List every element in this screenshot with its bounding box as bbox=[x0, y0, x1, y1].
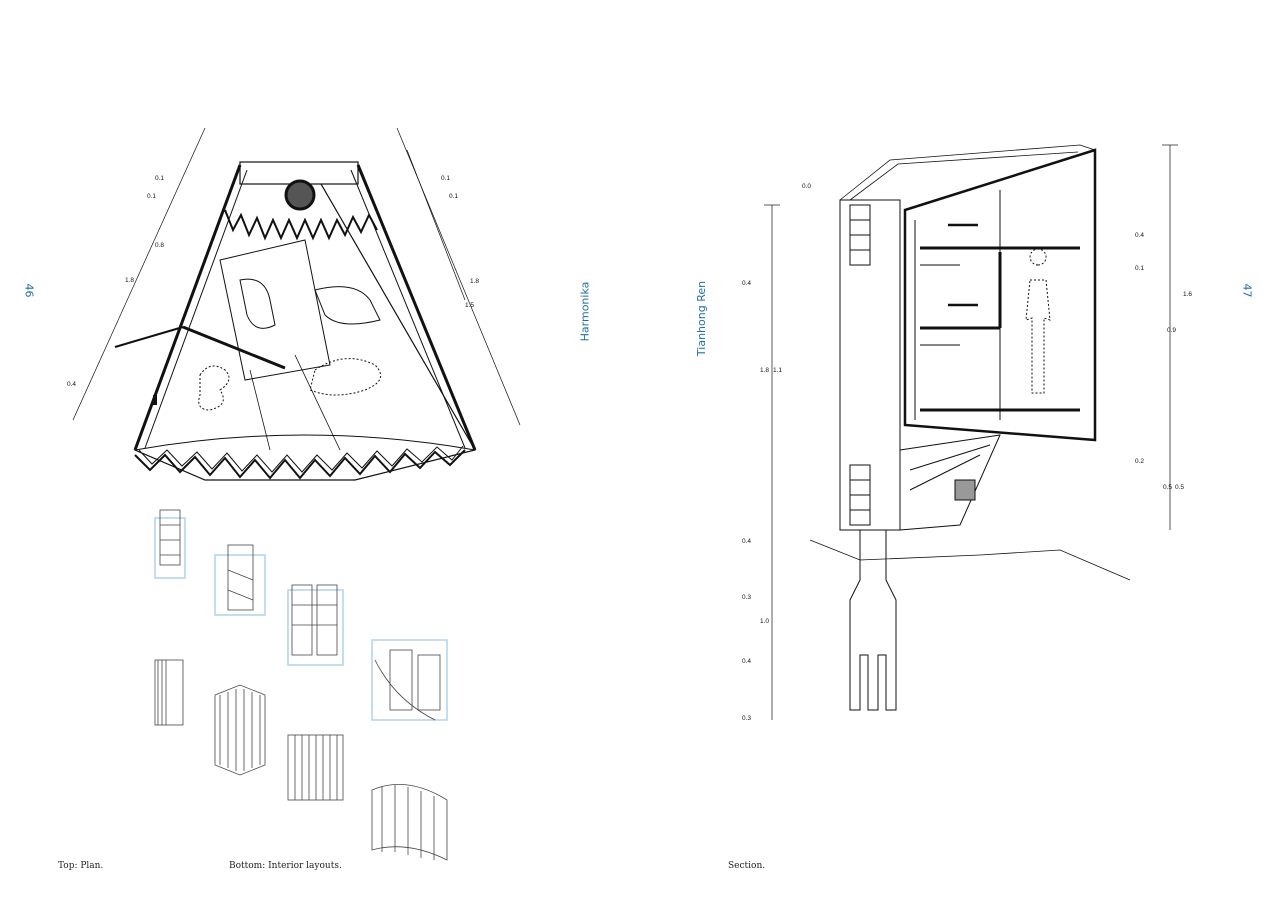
svg-text:0.4: 0.4 bbox=[742, 658, 751, 665]
svg-text:1.1: 1.1 bbox=[773, 367, 782, 374]
chimney-circle bbox=[284, 179, 316, 211]
section-dimension-labels-left: 0.0 0.4 1.8 1.1 0.4 0.3 1.0 0.4 0.3 bbox=[742, 183, 811, 722]
svg-text:0.4: 0.4 bbox=[1135, 232, 1144, 239]
plan-dimension-labels-left: 0.1 0.1 0.8 1.8 0.4 bbox=[67, 175, 164, 388]
caption-section: Section. bbox=[728, 861, 766, 871]
svg-text:0.3: 0.3 bbox=[742, 594, 751, 601]
svg-text:1.8: 1.8 bbox=[470, 278, 479, 285]
svg-text:0.1: 0.1 bbox=[155, 175, 164, 182]
plan-drawing: 0.1 0.1 0.8 1.8 0.4 0.1 0.1 1.8 1.5 bbox=[67, 127, 521, 481]
svg-text:0.5: 0.5 bbox=[1175, 484, 1184, 491]
section-drawing: 0.0 0.4 1.8 1.1 0.4 0.3 1.0 0.4 0.3 0.4 … bbox=[742, 144, 1192, 722]
svg-text:0.1: 0.1 bbox=[449, 193, 458, 200]
layout-4 bbox=[371, 639, 448, 721]
svg-text:0.1: 0.1 bbox=[1135, 265, 1144, 272]
svg-text:1.6: 1.6 bbox=[1183, 291, 1192, 298]
section-dimension-labels-right: 0.4 0.1 1.6 0.9 0.2 0.5 0.5 bbox=[1135, 232, 1192, 491]
author-name: Tianhong Ren bbox=[695, 280, 709, 357]
layout-1 bbox=[154, 509, 186, 579]
svg-text:0.1: 0.1 bbox=[147, 193, 156, 200]
caption-plan: Top: Plan. bbox=[58, 861, 104, 871]
layout-3 bbox=[287, 584, 344, 666]
caption-interior-layouts: Bottom: Interior layouts. bbox=[229, 861, 342, 871]
svg-text:1.5: 1.5 bbox=[465, 302, 474, 309]
svg-text:0.4: 0.4 bbox=[742, 280, 751, 287]
layout-8 bbox=[371, 784, 448, 861]
left-page: 46 Harmonika bbox=[22, 127, 592, 871]
running-title: Harmonika bbox=[578, 281, 592, 342]
layout-7 bbox=[287, 734, 344, 801]
svg-text:0.8: 0.8 bbox=[155, 242, 164, 249]
layout-6 bbox=[214, 684, 266, 776]
svg-text:0.4: 0.4 bbox=[67, 381, 76, 388]
svg-text:0.2: 0.2 bbox=[1135, 458, 1144, 465]
svg-text:1.8: 1.8 bbox=[760, 367, 769, 374]
svg-text:0.5: 0.5 bbox=[1163, 484, 1172, 491]
svg-text:0.4: 0.4 bbox=[742, 538, 751, 545]
svg-text:1.0: 1.0 bbox=[760, 618, 769, 625]
plan-dimension-labels-right: 0.1 0.1 1.8 1.5 bbox=[441, 175, 479, 309]
svg-text:0.1: 0.1 bbox=[441, 175, 450, 182]
svg-text:0.9: 0.9 bbox=[1167, 327, 1176, 334]
layout-2 bbox=[214, 544, 266, 616]
page-number-left: 46 bbox=[22, 283, 36, 298]
svg-text:1.8: 1.8 bbox=[125, 277, 134, 284]
svg-text:0.0: 0.0 bbox=[802, 183, 811, 190]
person-outline bbox=[1025, 248, 1051, 394]
foundation-fork bbox=[849, 530, 897, 711]
layout-5 bbox=[154, 659, 184, 726]
svg-text:0.3: 0.3 bbox=[742, 715, 751, 722]
right-page: Tianhong Ren 47 bbox=[640, 0, 1280, 919]
interior-layouts bbox=[154, 509, 448, 861]
